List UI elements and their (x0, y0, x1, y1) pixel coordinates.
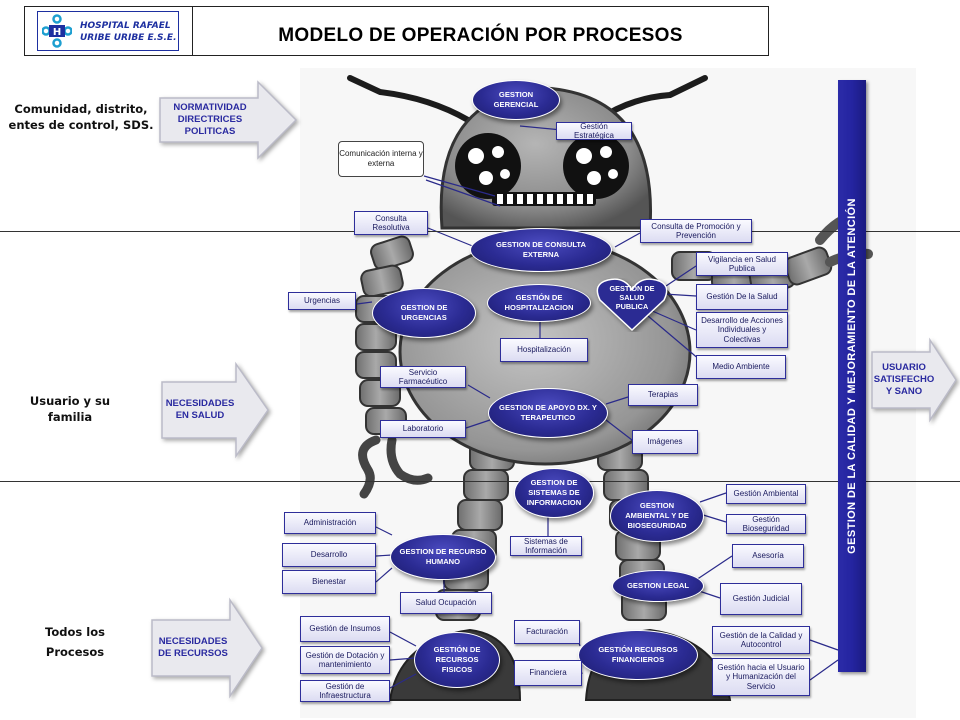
arrow-usuario-satisfecho: USUARIO SATISFECHO Y SANO (870, 337, 958, 423)
box-bienestar[interactable]: Bienestar (282, 570, 376, 594)
process-sistemas-informacion[interactable]: GESTION DE SISTEMAS DE INFORMACION (514, 468, 594, 518)
process-hospitalizacion[interactable]: GESTIÓN DE HOSPITALIZACION (487, 284, 591, 322)
box-consulta-promocion[interactable]: Consulta de Promoción y Prevención (640, 219, 752, 243)
box-acciones-individuales[interactable]: Desarrollo de Acciones Individuales y Co… (696, 312, 788, 348)
box-financiera[interactable]: Financiera (514, 660, 582, 686)
box-vigilancia[interactable]: Vigilancia en Salud Publica (696, 252, 788, 276)
box-medio-ambiente[interactable]: Medio Ambiente (696, 355, 786, 379)
logo-cell: H HOSPITAL RAFAEL URIBE URIBE E.S.E. (25, 7, 193, 55)
arrow-necesidades-recursos-label: NECESIDADES DE RECURSOS (158, 636, 228, 659)
side-label-community: Comunidad, distrito, entes de control, S… (8, 102, 154, 132)
box-hospitalizacion[interactable]: Hospitalización (500, 338, 588, 362)
box-gestion-ambiental[interactable]: Gestión Ambiental (726, 484, 806, 504)
side-label-user-family: Usuario y su familia (29, 394, 111, 424)
logo-text-line2: URIBE URIBE E.S.E. (80, 33, 177, 43)
side-label-all-processes: Todos los Procesos (45, 625, 105, 659)
process-recurso-humano[interactable]: GESTION DE RECURSO HUMANO (390, 534, 496, 580)
hospital-logo: H HOSPITAL RAFAEL URIBE URIBE E.S.E. (37, 11, 179, 51)
arrow-usuario-satisfecho-label: USUARIO SATISFECHO Y SANO (873, 362, 935, 397)
box-gestion-estrategica[interactable]: Gestión Estratégica (556, 122, 632, 140)
robot-eyes (455, 133, 629, 199)
quality-bar-label: GESTION DE LA CALIDAD Y MEJORAMIENTO DE … (846, 198, 858, 554)
box-sistemas-informacion[interactable]: Sistemas de Información (510, 536, 582, 556)
box-laboratorio[interactable]: Laboratorio (380, 420, 466, 438)
box-desarrollo[interactable]: Desarrollo (282, 543, 376, 567)
box-terapias[interactable]: Terapias (628, 384, 698, 406)
process-legal[interactable]: GESTION LEGAL (612, 570, 704, 602)
box-consulta-resolutiva[interactable]: Consulta Resolutiva (354, 211, 428, 235)
page-title: MODELO DE OPERACIÓN POR PROCESOS (278, 25, 683, 46)
box-administracion[interactable]: Administración (284, 512, 376, 534)
quality-bar (838, 80, 866, 672)
communication-callout: Comunicación interna y externa (338, 141, 424, 177)
svg-text:H: H (53, 27, 61, 38)
logo-text-line1: HOSPITAL RAFAEL (80, 21, 171, 31)
box-gestion-dotacion[interactable]: Gestión de Dotación y mantenimiento (300, 646, 390, 674)
process-recursos-fisicos[interactable]: GESTIÓN DE RECURSOS FISICOS (414, 632, 500, 688)
process-urgencias[interactable]: GESTION DE URGENCIAS (372, 288, 476, 338)
box-gestion-humanizacion[interactable]: Gestión hacia el Usuario y Humanización … (712, 658, 810, 696)
salud-publica-heart-icon (596, 278, 668, 332)
box-servicio-farmaceutico[interactable]: Servicio Farmacéutico (380, 366, 466, 388)
arrow-necesidades-salud-label: NECESIDADES EN SALUD (165, 398, 235, 421)
hospital-cross-icon: H (42, 14, 72, 48)
box-gestion-insumos[interactable]: Gestión de Insumos (300, 616, 390, 642)
box-gestion-calidad[interactable]: Gestión de la Calidad y Autocontrol (712, 626, 810, 654)
box-gestion-salud[interactable]: Gestión De la Salud (696, 284, 788, 310)
box-gestion-bioseguridad[interactable]: Gestión Bioseguridad (726, 514, 806, 534)
box-gestion-judicial[interactable]: Gestión Judicial (720, 583, 802, 615)
arrow-necesidades-salud: NECESIDADES EN SALUD (160, 361, 270, 459)
box-facturacion[interactable]: Facturación (514, 620, 580, 644)
header: H HOSPITAL RAFAEL URIBE URIBE E.S.E. MOD… (24, 6, 769, 56)
arrow-normatividad: NORMATIVIDAD DIRECTRICES POLITICAS (158, 80, 298, 160)
arrow-normatividad-label: NORMATIVIDAD DIRECTRICES POLITICAS (173, 102, 247, 137)
process-salud-publica[interactable]: GESTION DE SALUD PUBLICA (609, 284, 655, 311)
divider-line-bottom (0, 481, 960, 482)
box-imagenes[interactable]: Imágenes (632, 430, 698, 454)
box-salud-ocupacion[interactable]: Salud Ocupación (400, 592, 492, 614)
arrow-necesidades-recursos: NECESIDADES DE RECURSOS (150, 597, 264, 699)
process-recursos-financieros[interactable]: GESTIÓN RECURSOS FINANCIEROS (578, 630, 698, 680)
box-gestion-infraestructura[interactable]: Gestión de Infraestructura (300, 680, 390, 702)
process-gerencial[interactable]: GESTION GERENCIAL (472, 80, 560, 120)
process-apoyo-dx[interactable]: GESTION DE APOYO DX. Y TERAPEUTICO (488, 388, 608, 438)
box-urgencias[interactable]: Urgencias (288, 292, 356, 310)
divider-line-top (0, 231, 960, 232)
process-consulta-externa[interactable]: GESTION DE CONSULTA EXTERNA (470, 228, 612, 272)
box-asesoria[interactable]: Asesoría (732, 544, 804, 568)
process-ambiental[interactable]: GESTION AMBIENTAL Y DE BIOSEGURIDAD (610, 490, 704, 542)
